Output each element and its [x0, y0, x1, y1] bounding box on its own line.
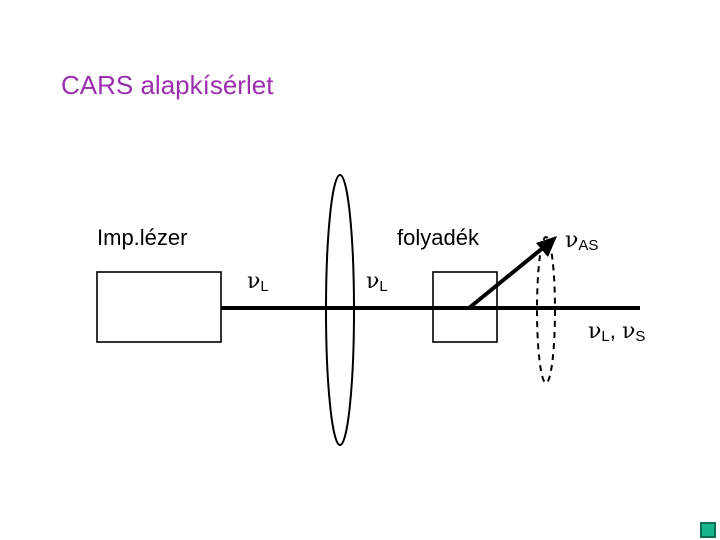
beam-after-lens-frequency-label: νL: [366, 269, 388, 295]
anti-stokes-beam: [467, 245, 546, 310]
laser-label: Imp.lézer: [97, 225, 188, 250]
output-frequencies-label: νL, νS: [588, 318, 646, 345]
slide-nav-square-icon[interactable]: [700, 522, 716, 538]
focusing-lens: [325, 174, 355, 446]
liquid-cell: [432, 271, 498, 343]
arrow-head: [536, 236, 557, 257]
anti-stokes-frequency-label: νAS: [565, 228, 599, 254]
liquid-label: folyadék: [397, 225, 479, 250]
slide-title: CARS alapkísérlet: [61, 70, 274, 100]
beam-in-frequency-label: νL: [247, 269, 269, 295]
collection-lens-dashed: [536, 236, 556, 384]
laser-box: [96, 271, 222, 343]
